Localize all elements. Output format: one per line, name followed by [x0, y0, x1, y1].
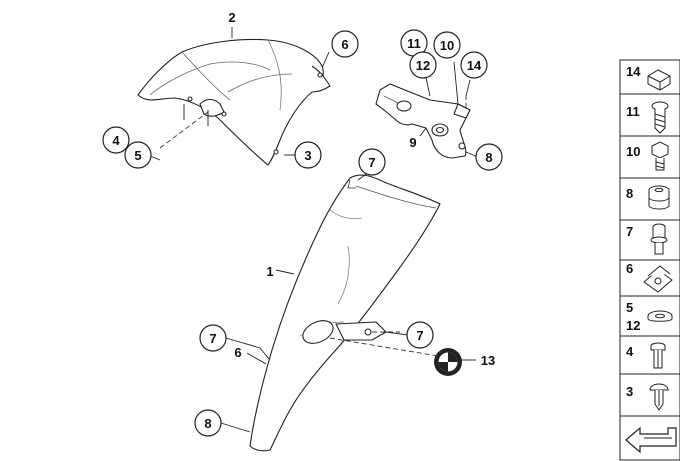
expansion-rivet-icon	[650, 342, 666, 369]
legend-item-14: 14	[626, 64, 671, 91]
svg-text:8: 8	[485, 150, 492, 165]
legend-item-10: 10	[626, 141, 669, 171]
callout-3: 3	[294, 141, 322, 169]
push-rivet-icon	[649, 383, 669, 411]
clip-nut-icon	[643, 265, 673, 293]
callout-6-left: 6	[234, 345, 241, 360]
legend-item-5-12: 5 12	[626, 300, 673, 333]
screw-icon	[651, 101, 669, 134]
callout-12: 12	[409, 51, 437, 79]
legend-item-7: 7	[626, 223, 668, 255]
callout-8-bottom: 8	[194, 409, 222, 437]
hex-bolt-icon	[651, 141, 669, 171]
svg-text:4: 4	[112, 133, 120, 148]
side-fairing-panel	[249, 174, 441, 452]
svg-text:5: 5	[626, 300, 633, 315]
callout-5: 5	[124, 141, 152, 169]
callout-7-left: 7	[199, 324, 227, 352]
cap-nut-icon	[647, 69, 671, 91]
rubber-grommet-icon	[648, 185, 670, 210]
callout-14: 14	[460, 51, 488, 79]
parts-legend: 14 11 10 8	[619, 59, 680, 461]
callout-6-top: 6	[331, 30, 359, 58]
mounting-bracket	[375, 83, 471, 159]
callout-7-top: 7	[358, 148, 386, 176]
svg-text:10: 10	[626, 144, 640, 159]
svg-text:7: 7	[368, 155, 375, 170]
callout-8-right: 8	[475, 143, 503, 171]
shoulder-bolt-icon	[650, 223, 668, 255]
svg-text:7: 7	[416, 328, 423, 343]
svg-text:11: 11	[626, 104, 640, 119]
svg-text:6: 6	[341, 37, 348, 52]
callout-1: 1	[266, 264, 273, 279]
svg-text:7: 7	[626, 224, 633, 239]
callout-7-right: 7	[406, 321, 434, 349]
callout-9: 9	[409, 135, 416, 150]
callout-11: 11	[400, 29, 428, 57]
svg-text:1: 1	[266, 264, 273, 279]
svg-text:10: 10	[440, 38, 454, 53]
callout-13: 13	[481, 353, 495, 368]
svg-text:8: 8	[204, 416, 211, 431]
bmw-emblem	[434, 348, 462, 376]
svg-text:7: 7	[209, 331, 216, 346]
svg-text:2: 2	[228, 10, 235, 25]
svg-text:6: 6	[626, 261, 633, 276]
legend-item-3: 3	[626, 383, 669, 411]
callout-2: 2	[228, 10, 235, 25]
svg-text:5: 5	[134, 148, 141, 163]
svg-text:9: 9	[409, 135, 416, 150]
svg-text:14: 14	[626, 64, 641, 79]
alignment-lines	[159, 96, 467, 357]
svg-text:13: 13	[481, 353, 495, 368]
legend-item-6: 6	[626, 261, 673, 293]
legend-item-8: 8	[626, 185, 670, 210]
svg-text:3: 3	[304, 148, 311, 163]
callout-4: 4	[102, 126, 130, 154]
next-page-arrow-icon[interactable]	[625, 426, 677, 454]
svg-text:14: 14	[467, 58, 482, 73]
svg-text:8: 8	[626, 186, 633, 201]
upper-fairing-cover	[137, 38, 331, 166]
washer-icon	[647, 310, 673, 322]
svg-text:11: 11	[407, 36, 421, 51]
callout-10: 10	[433, 31, 461, 59]
svg-text:12: 12	[626, 318, 640, 333]
svg-text:3: 3	[626, 384, 633, 399]
legend-item-11: 11	[626, 101, 669, 134]
svg-text:12: 12	[416, 58, 430, 73]
svg-text:4: 4	[626, 344, 634, 359]
legend-item-4: 4	[626, 342, 666, 369]
svg-text:6: 6	[234, 345, 241, 360]
